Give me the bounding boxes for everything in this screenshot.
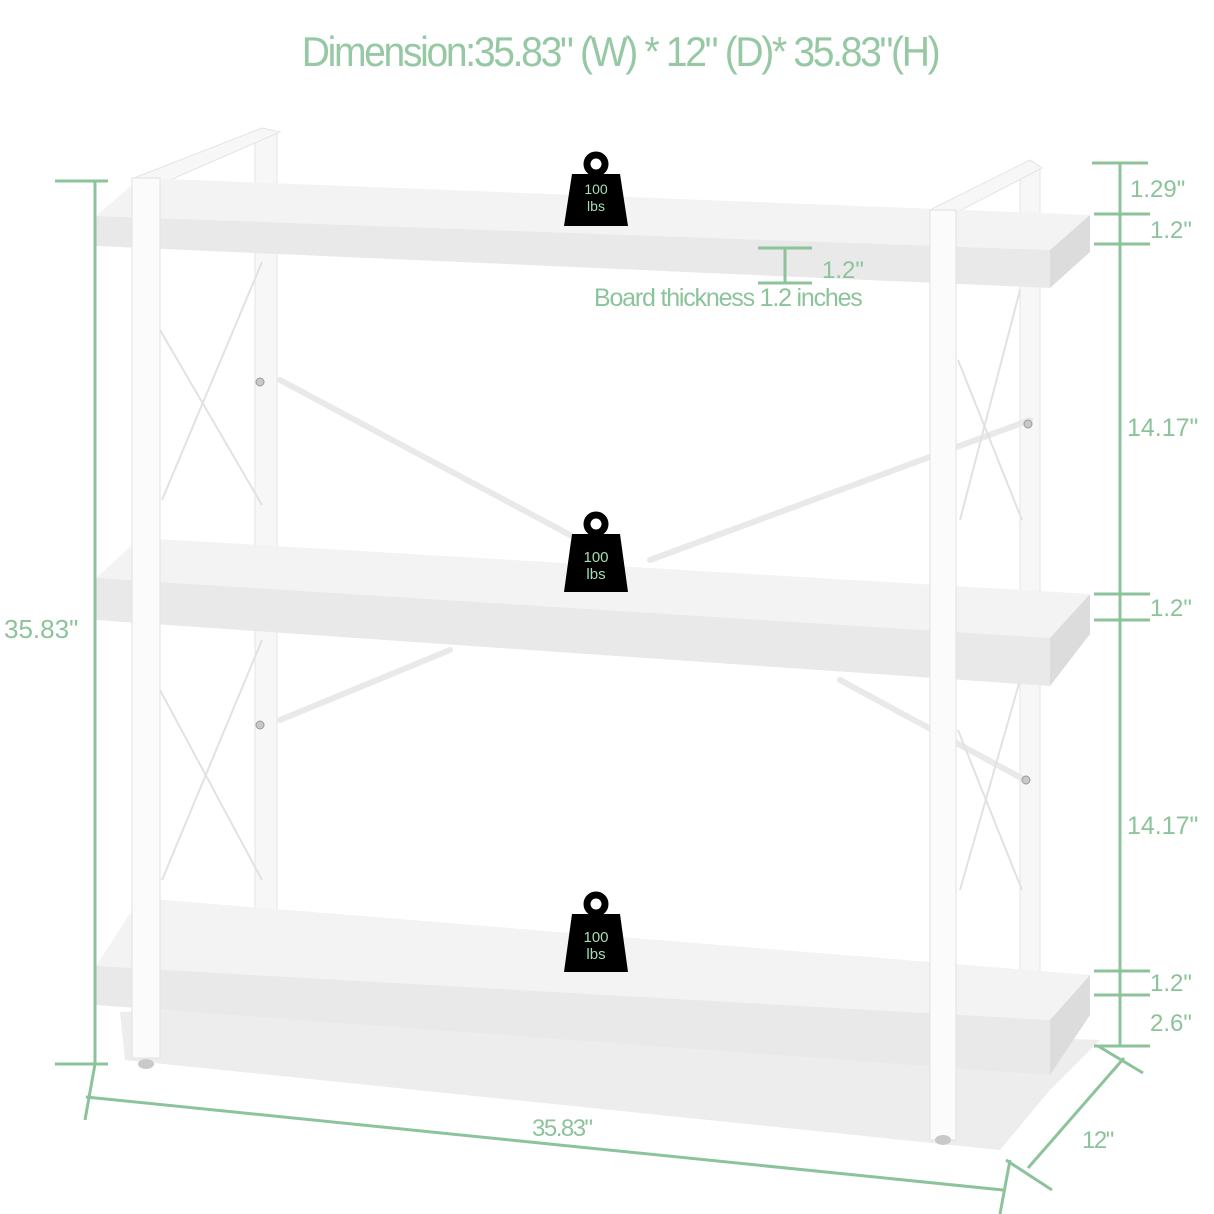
segment-label-middle-thickness: 1.2" — [1150, 595, 1192, 622]
segment-label-1-29: 1.29" — [1130, 176, 1185, 203]
overall-height-label: 35.83" — [4, 614, 78, 644]
segment-label-bottom-thickness: 1.2" — [1150, 970, 1192, 997]
board-thickness-caption: Board thickness 1.2 inches — [594, 284, 862, 312]
segment-label-top-gap: 14.17" — [1127, 414, 1198, 442]
dimension-title-value: 35.83" (W) * 12" (D)* 35.83"(H) — [473, 28, 941, 75]
dimension-title-label: Dimension: — [301, 28, 476, 75]
weight-icon — [583, 511, 609, 537]
feet — [138, 1059, 951, 1145]
front-frame — [131, 177, 957, 1141]
board-thickness-callout — [758, 246, 812, 285]
weight-badge-bottom: 100 lbs — [564, 891, 628, 972]
weight-badge-top: 100 lbs — [564, 151, 628, 226]
segment-label-top-thickness: 1.2" — [1150, 217, 1192, 244]
weight-unit: lbs — [586, 946, 605, 963]
weight-value: 100 — [583, 929, 608, 946]
weight-badge-middle: 100 lbs — [564, 511, 628, 592]
weight-value: 100 — [584, 181, 608, 197]
segment-label-clearance: 2.6" — [1150, 1010, 1192, 1037]
width-dimension-line — [83, 1063, 1012, 1214]
side-x-braces — [159, 261, 1023, 891]
screws — [255, 377, 1033, 785]
board-thickness-marker: 1.2" — [822, 257, 864, 284]
back-cross-braces — [277, 377, 1033, 783]
height-dimension-line — [55, 179, 108, 1066]
depth-label: 12" — [1082, 1127, 1114, 1154]
weight-unit: lbs — [586, 566, 605, 583]
weight-icon — [583, 891, 609, 917]
weight-value: 100 — [583, 549, 608, 566]
dimension-title: Dimension:35.83" (W) * 12" (D)* 35.83"(H… — [43, 28, 1196, 76]
weight-icon — [583, 151, 609, 177]
depth-dimension-line — [1005, 1044, 1144, 1192]
segment-label-bottom-gap: 14.17" — [1127, 812, 1198, 840]
overall-width-label: 35.83" — [532, 1115, 593, 1142]
weight-unit: lbs — [587, 198, 605, 214]
right-dimension-column — [1092, 161, 1150, 1048]
